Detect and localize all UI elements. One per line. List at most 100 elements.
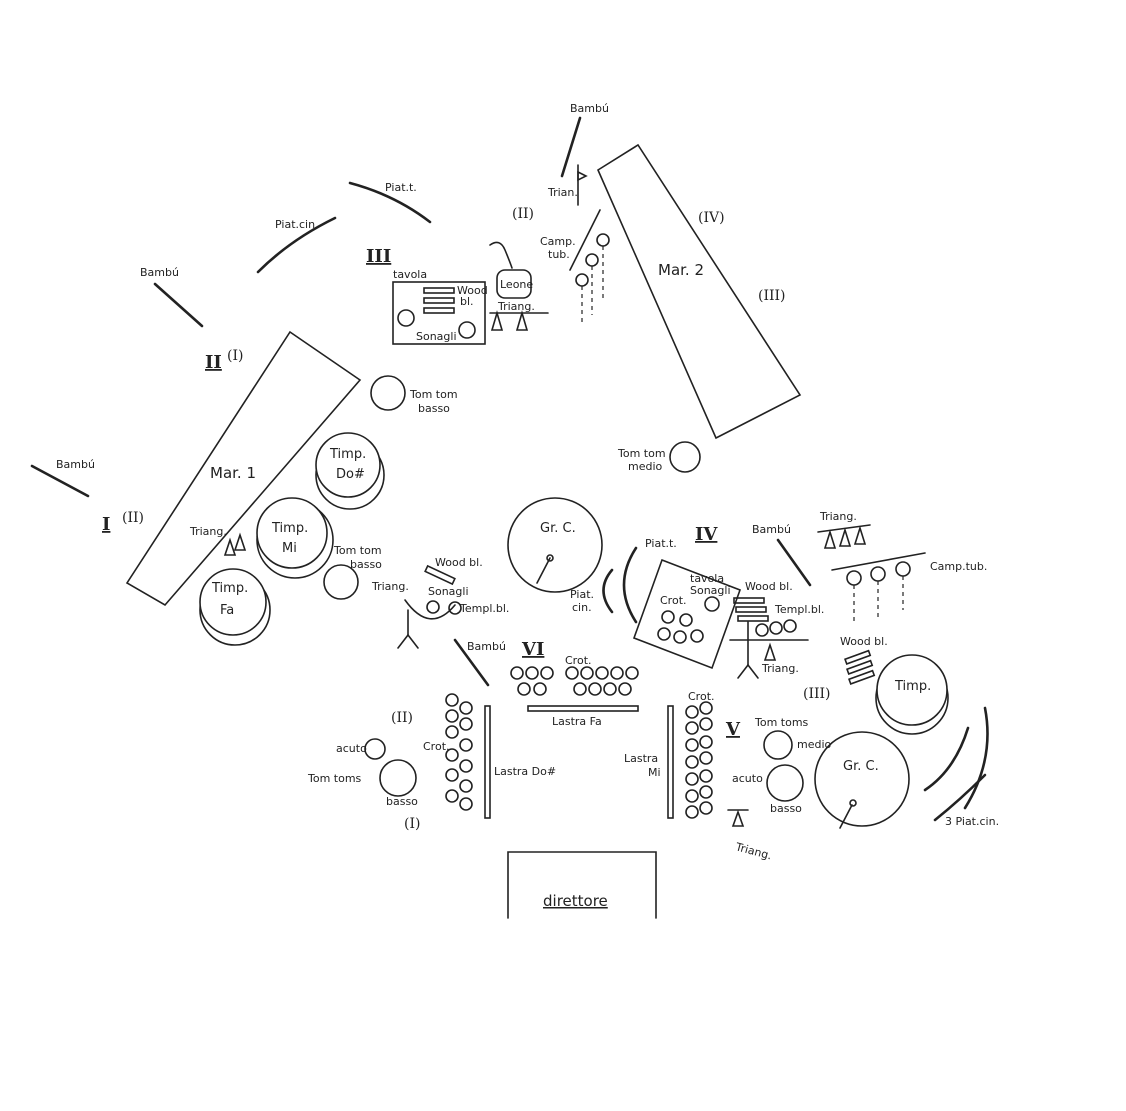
stand-IV-leg-2 [747, 664, 759, 679]
mi-label: Mi [282, 541, 297, 556]
timp-fa-top [199, 568, 267, 636]
tavola-IV: tavola Sonagli Crot. [632, 558, 742, 670]
acuto-label-left: acuto [336, 742, 367, 755]
group-I-label: I [102, 514, 110, 535]
leone-body [496, 269, 532, 299]
camp-tub-right-bar [831, 552, 926, 571]
crotales-left: Crot. [423, 693, 473, 811]
tomtom-basso-mid: Tom tom basso [323, 544, 382, 600]
crot-L-8 [459, 759, 473, 773]
bell-r2 [870, 566, 886, 582]
basso-label-2: basso [350, 558, 382, 571]
leone-cord [489, 241, 513, 269]
templ-bl-IV-1 [755, 623, 769, 637]
wood-block-r1 [844, 649, 872, 665]
direttore-box [507, 851, 657, 919]
sonagli-IV [704, 596, 720, 612]
wood-block-1 [423, 287, 455, 294]
wood-block-IV-3 [737, 615, 769, 622]
tomtom-basso-drum [370, 375, 406, 411]
bambu-left: Bambú [30, 458, 95, 498]
group-p-III-lower-label: (III) [803, 686, 831, 702]
piat-cin-r2 [923, 726, 970, 792]
wood-label: Wood [457, 284, 488, 297]
group-p-I-upper-label: (I) [227, 348, 243, 364]
piat-t-label-IV: Piat.t. [645, 537, 677, 550]
gr-c-right: Gr. C. [814, 731, 910, 829]
camp-tub-bar [569, 209, 601, 271]
piat-t-top: Piat.t. [348, 181, 432, 224]
marimba-1-shape [125, 330, 362, 607]
triang-label-lower: Triang. [733, 840, 773, 862]
wood-block-IV-2 [735, 606, 767, 613]
piat-cin-label: Piat.cin. [275, 218, 319, 231]
camp-label: Camp. [540, 235, 576, 248]
triang-label-IV: Triang. [761, 662, 799, 675]
crot-VI-14 [618, 682, 632, 696]
group-p-II-lower-label: (II) [391, 710, 413, 726]
crot-R-9 [685, 772, 699, 786]
lastra-do-sharp: Lastra Do# [484, 705, 556, 819]
crot-IV-3 [657, 627, 671, 641]
crot-L-1 [445, 693, 459, 707]
bl-label: bl. [460, 295, 474, 308]
crot-R-13 [685, 805, 699, 819]
crot-VI-4 [565, 666, 579, 680]
crot-L-12 [459, 797, 473, 811]
templ-bl-IV-3 [783, 619, 797, 633]
tomtom-label-1: Tom tom [409, 388, 458, 401]
piat-t-curve [348, 181, 432, 224]
crot-R-6 [699, 735, 713, 749]
triang-icon-right-1 [823, 529, 837, 549]
crot-VI-1 [510, 666, 524, 680]
triang-icon-left-1 [233, 532, 247, 551]
crot-VI-10 [533, 682, 547, 696]
tomtom-label-medio: Tom tom [617, 447, 666, 460]
crot-IV-2 [679, 613, 693, 627]
templ-bl-c1 [448, 601, 462, 615]
tomtom-acuto-left [364, 738, 386, 760]
crotales-right: Crot. [685, 690, 715, 819]
camp-tub-right: Camp.tub. [831, 552, 987, 625]
triang-label-left: Triang. [189, 525, 227, 538]
crot-L-10 [459, 779, 473, 793]
cin-label-IV: cin. [572, 601, 592, 614]
lastra-do-bar [484, 705, 491, 819]
crot-label-left: Crot. [423, 740, 450, 753]
bambu-label-5: Bambú [752, 523, 791, 536]
crot-label-VI: Crot. [565, 654, 592, 667]
triang-icon-IV [763, 642, 777, 661]
marimba-1: Mar. 1 [125, 330, 362, 607]
triang-label-top: Triang. [497, 300, 535, 313]
gr-c-beater-center [536, 557, 551, 584]
gr-c-label-right: Gr. C. [843, 759, 879, 774]
crot-VI-12 [588, 682, 602, 696]
group-III-label: III [366, 246, 391, 267]
gr-c-beater-head [546, 554, 554, 562]
group-II-label: II [205, 352, 222, 373]
sonagli-right [458, 321, 476, 339]
triang-icon-1 [490, 310, 504, 331]
crot-R-11 [685, 789, 699, 803]
lastra-do-label: Lastra Do# [494, 765, 556, 778]
timp-label-mi: Timp. [271, 521, 308, 536]
stand-arc [404, 599, 456, 620]
templ-bl-label-IV: Templ.bl. [774, 603, 824, 616]
camp-tub-left: Camp. tub. [540, 209, 610, 322]
wood-block-r3 [848, 669, 876, 685]
bambu-IV: Bambú [752, 523, 812, 587]
tomtom-basso-left [379, 759, 417, 797]
bambu-stick-3 [30, 464, 90, 498]
gr-c-label-center: Gr. C. [540, 521, 576, 536]
tomtom-medio-drum [669, 441, 701, 473]
wood-block-IV-1 [733, 597, 765, 604]
bambu-label: Bambú [140, 266, 179, 279]
crot-L-6 [459, 738, 473, 752]
crot-L-9 [445, 768, 459, 782]
tomtom-basso-drum-2 [323, 564, 359, 600]
group-p-IV-top-label: (IV) [698, 210, 725, 226]
crot-VI-2 [525, 666, 539, 680]
stand-leg-1 [397, 634, 409, 649]
piat-cin-top: Piat.cin. [256, 216, 337, 274]
